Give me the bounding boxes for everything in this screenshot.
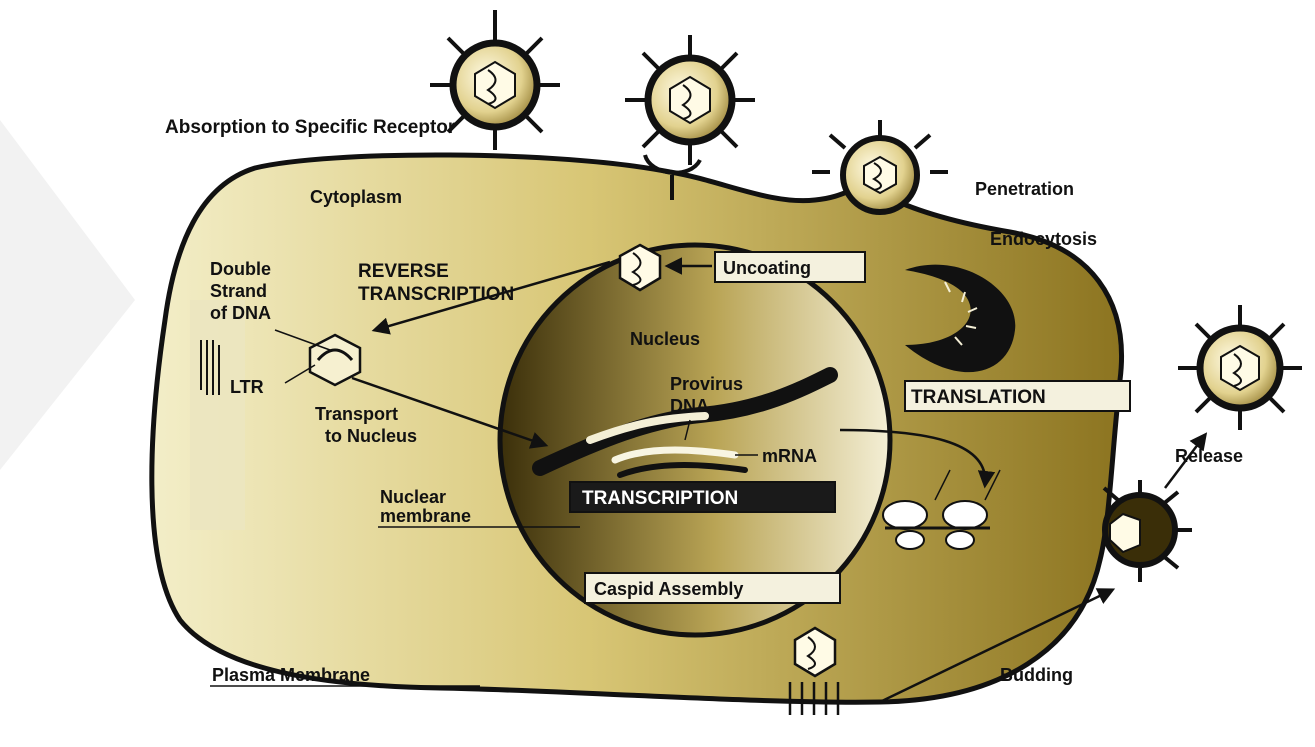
label-release: Release bbox=[1175, 446, 1243, 466]
label-translation: TRANSLATION bbox=[911, 387, 1046, 408]
label-absorption: Absorption to Specific Receptor bbox=[165, 117, 456, 138]
watermark-shape bbox=[0, 120, 135, 470]
label-ltr: LTR bbox=[230, 377, 264, 397]
label-nuclear-membrane-2: membrane bbox=[380, 506, 471, 526]
label-provirus-2: DNA bbox=[670, 396, 709, 416]
label-double-strand-2: Strand bbox=[210, 281, 267, 301]
label-transport-1: Transport bbox=[315, 404, 398, 424]
label-transport-2: to Nucleus bbox=[325, 426, 417, 446]
label-penetration: Penetration bbox=[975, 179, 1074, 199]
label-provirus-1: Provirus bbox=[670, 374, 743, 394]
virus-released bbox=[1178, 305, 1302, 430]
label-double-strand-3: of DNA bbox=[210, 303, 271, 323]
label-nucleus: Nucleus bbox=[630, 329, 700, 349]
label-caspid-assembly: Caspid Assembly bbox=[594, 579, 743, 599]
label-transcription: TRANSCRIPTION bbox=[582, 488, 738, 509]
label-cytoplasm: Cytoplasm bbox=[310, 187, 402, 207]
label-double-strand-1: Double bbox=[210, 259, 271, 279]
label-mrna: mRNA bbox=[762, 446, 817, 466]
label-reverse-transcription-1: REVERSE bbox=[358, 261, 449, 282]
virus-binding bbox=[625, 35, 755, 165]
label-reverse-transcription-2: TRANSCRIPTION bbox=[358, 284, 514, 305]
label-budding: Budding bbox=[1000, 665, 1073, 685]
label-uncoating: Uncoating bbox=[723, 258, 811, 278]
virus-budding bbox=[1104, 480, 1192, 582]
label-plasma-membrane: Plasma Membrane bbox=[212, 665, 370, 685]
label-endocytosis: Endocytosis bbox=[990, 229, 1097, 249]
label-nuclear-membrane-1: Nuclear bbox=[380, 487, 446, 507]
stipple-band bbox=[190, 300, 245, 530]
